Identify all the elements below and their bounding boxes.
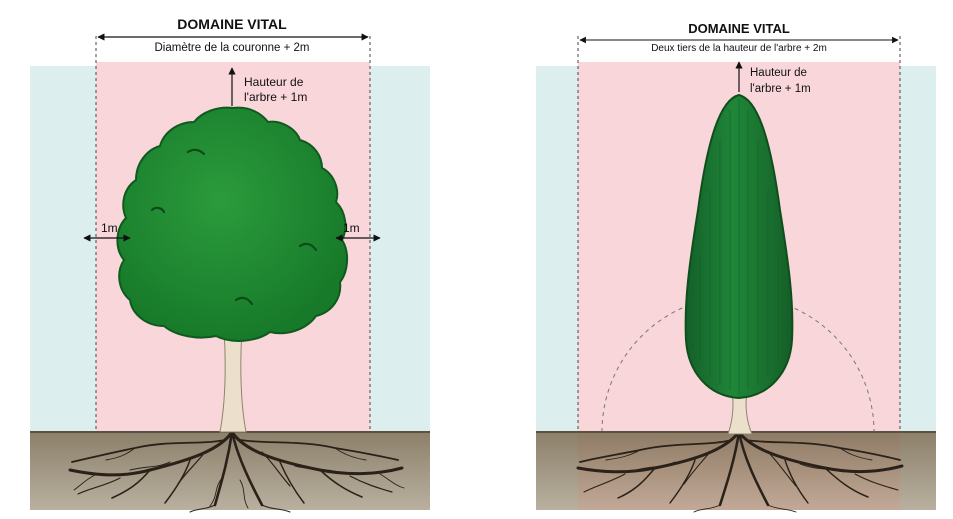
panel-title: DOMAINE VITAL	[177, 16, 287, 32]
width-rule-label-columnar: Deux tiers de la hauteur de l'arbre + 2m	[651, 43, 827, 54]
left-margin-label: 1m	[101, 221, 118, 235]
height-rule-label-columnar-line1: Hauteur de	[750, 67, 807, 79]
right-margin-label: 1m	[343, 221, 360, 235]
panel-broad-tree: DOMAINE VITAL Diamètre de la couronne + …	[30, 16, 430, 512]
height-rule-label-line2: l'arbre + 1m	[244, 90, 307, 104]
panel-title-columnar: DOMAINE VITAL	[688, 21, 790, 36]
width-rule-label: Diamètre de la couronne + 2m	[154, 42, 309, 54]
height-rule-label-columnar-line2: l'arbre + 1m	[750, 83, 811, 95]
panel-columnar-tree: DOMAINE VITAL Deux tiers de la hauteur d…	[536, 21, 936, 512]
height-rule-label-line1: Hauteur de	[244, 75, 304, 89]
